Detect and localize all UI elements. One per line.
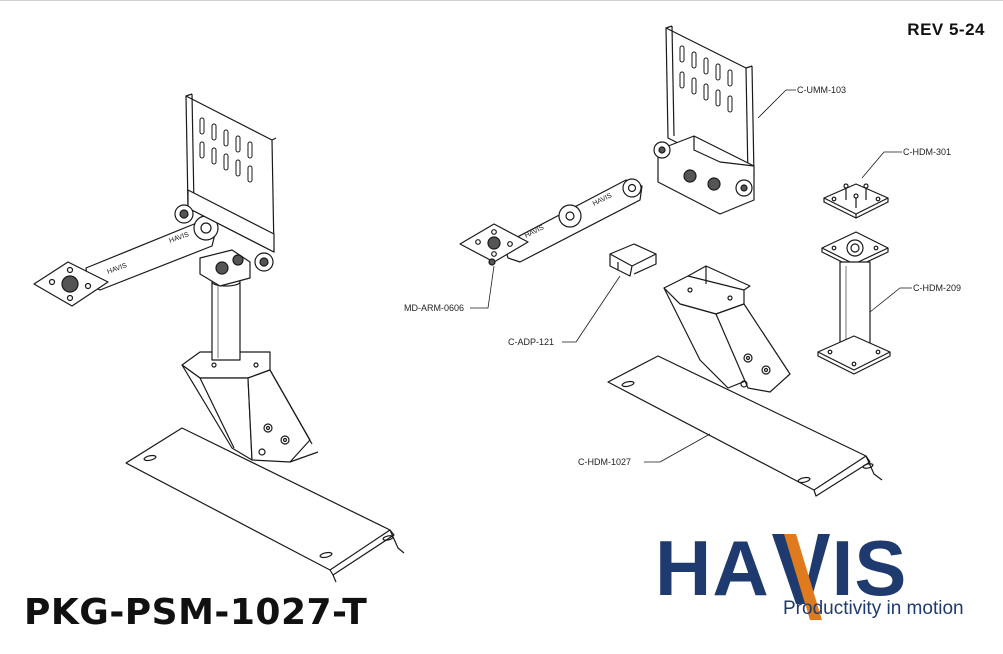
callout-c-hdm-1027: C-HDM-1027 xyxy=(578,457,632,467)
part-c-hdm-1027 xyxy=(607,265,883,497)
part-md-arm-0606: HAVIS HAVIS xyxy=(459,178,643,266)
leader-md-arm-0606 xyxy=(470,265,495,309)
leader-c-hdm-1027 xyxy=(644,433,711,463)
havis-logo: HA IS Productivity in motion xyxy=(655,528,985,628)
leader-c-hdm-301 xyxy=(861,151,902,179)
part-c-adp-121 xyxy=(609,243,657,277)
top-border xyxy=(0,0,1003,1)
havis-wordmark: HA IS xyxy=(655,528,907,620)
logo-text-is: IS xyxy=(831,524,908,612)
assembled-upright-plate xyxy=(174,93,277,272)
callout-md-arm-0606: MD-ARM-0606 xyxy=(404,303,465,313)
assembled-arm: HAVIS HAVIS xyxy=(85,215,219,291)
assembled-pole xyxy=(211,277,241,361)
leader-c-adp-121 xyxy=(562,275,621,343)
callout-c-hdm-209: C-HDM-209 xyxy=(913,283,962,293)
callout-c-adp-121: C-ADP-121 xyxy=(508,337,555,347)
assembled-vesa-plate xyxy=(33,261,109,307)
assembled-riser xyxy=(181,351,319,463)
logo-tagline: Productivity in motion xyxy=(783,598,964,619)
part-c-umm-103 xyxy=(653,25,755,215)
revision-label: REV 5-24 xyxy=(907,20,985,39)
part-c-hdm-301 xyxy=(823,183,889,219)
logo-v-mark xyxy=(770,528,832,620)
logo-text-ha: HA xyxy=(655,524,770,612)
leader-c-umm-103 xyxy=(757,89,796,119)
callout-c-umm-103: C-UMM-103 xyxy=(797,85,847,95)
part-c-hdm-209 xyxy=(817,231,891,375)
assembled-pole-clamp xyxy=(199,249,251,287)
logo-v-icon xyxy=(771,534,830,620)
assembled-mount: HAVIS HAVIS xyxy=(33,93,405,583)
callout-c-hdm-301: C-HDM-301 xyxy=(903,147,952,157)
leader-c-hdm-209 xyxy=(869,287,912,313)
part-number-title: PKG-PSM-1027-T xyxy=(24,592,368,633)
assembled-base-plate xyxy=(125,427,405,583)
